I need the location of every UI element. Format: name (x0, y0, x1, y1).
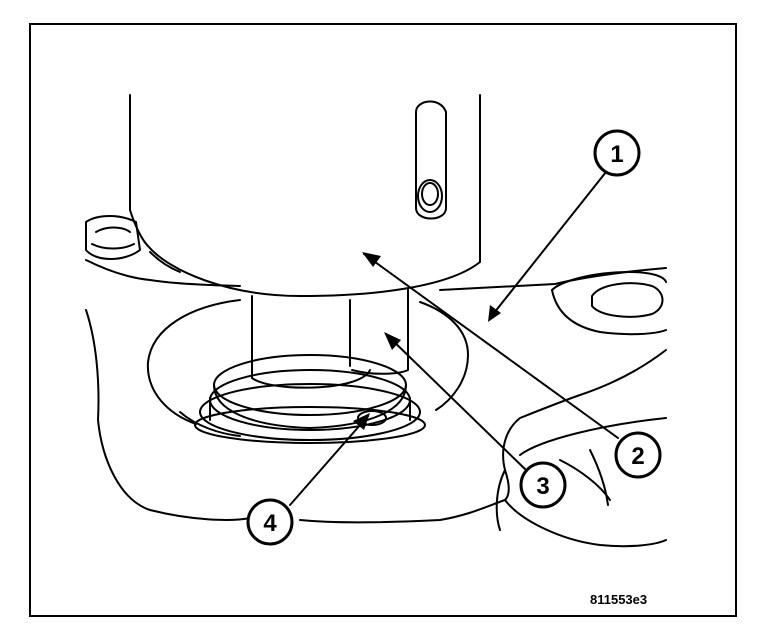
housing-outline (85, 259, 506, 524)
right-bolt-boss (551, 271, 667, 336)
leader-line-4 (289, 415, 369, 506)
callout-2-label: 2 (631, 443, 644, 470)
arrowhead-1 (488, 305, 501, 322)
figure-id-code: 811553e3 (590, 592, 648, 607)
figure-frame (29, 23, 737, 617)
seal-rings (194, 354, 426, 444)
arrowhead-3 (384, 332, 401, 350)
callout-4-label: 4 (263, 510, 277, 537)
left-bolt-boss (85, 215, 141, 260)
callout-4: 4 (246, 498, 294, 546)
arrowhead-2 (362, 252, 381, 267)
leader-line-3 (385, 333, 527, 471)
tool-shaft (251, 289, 409, 389)
tool-body (129, 94, 481, 301)
callout-3: 3 (519, 461, 567, 509)
leader-lines (289, 171, 619, 506)
callout-1: 1 (593, 129, 641, 177)
leader-line-2 (363, 253, 619, 439)
foreground-object (495, 417, 667, 548)
callout-3-label: 3 (536, 473, 549, 500)
leader-line-1 (489, 171, 607, 319)
callout-1-label: 1 (610, 141, 623, 168)
tool-slot (415, 100, 447, 220)
arrowhead-4 (353, 413, 370, 430)
callout-2: 2 (614, 431, 662, 479)
seal-hole (357, 410, 387, 426)
